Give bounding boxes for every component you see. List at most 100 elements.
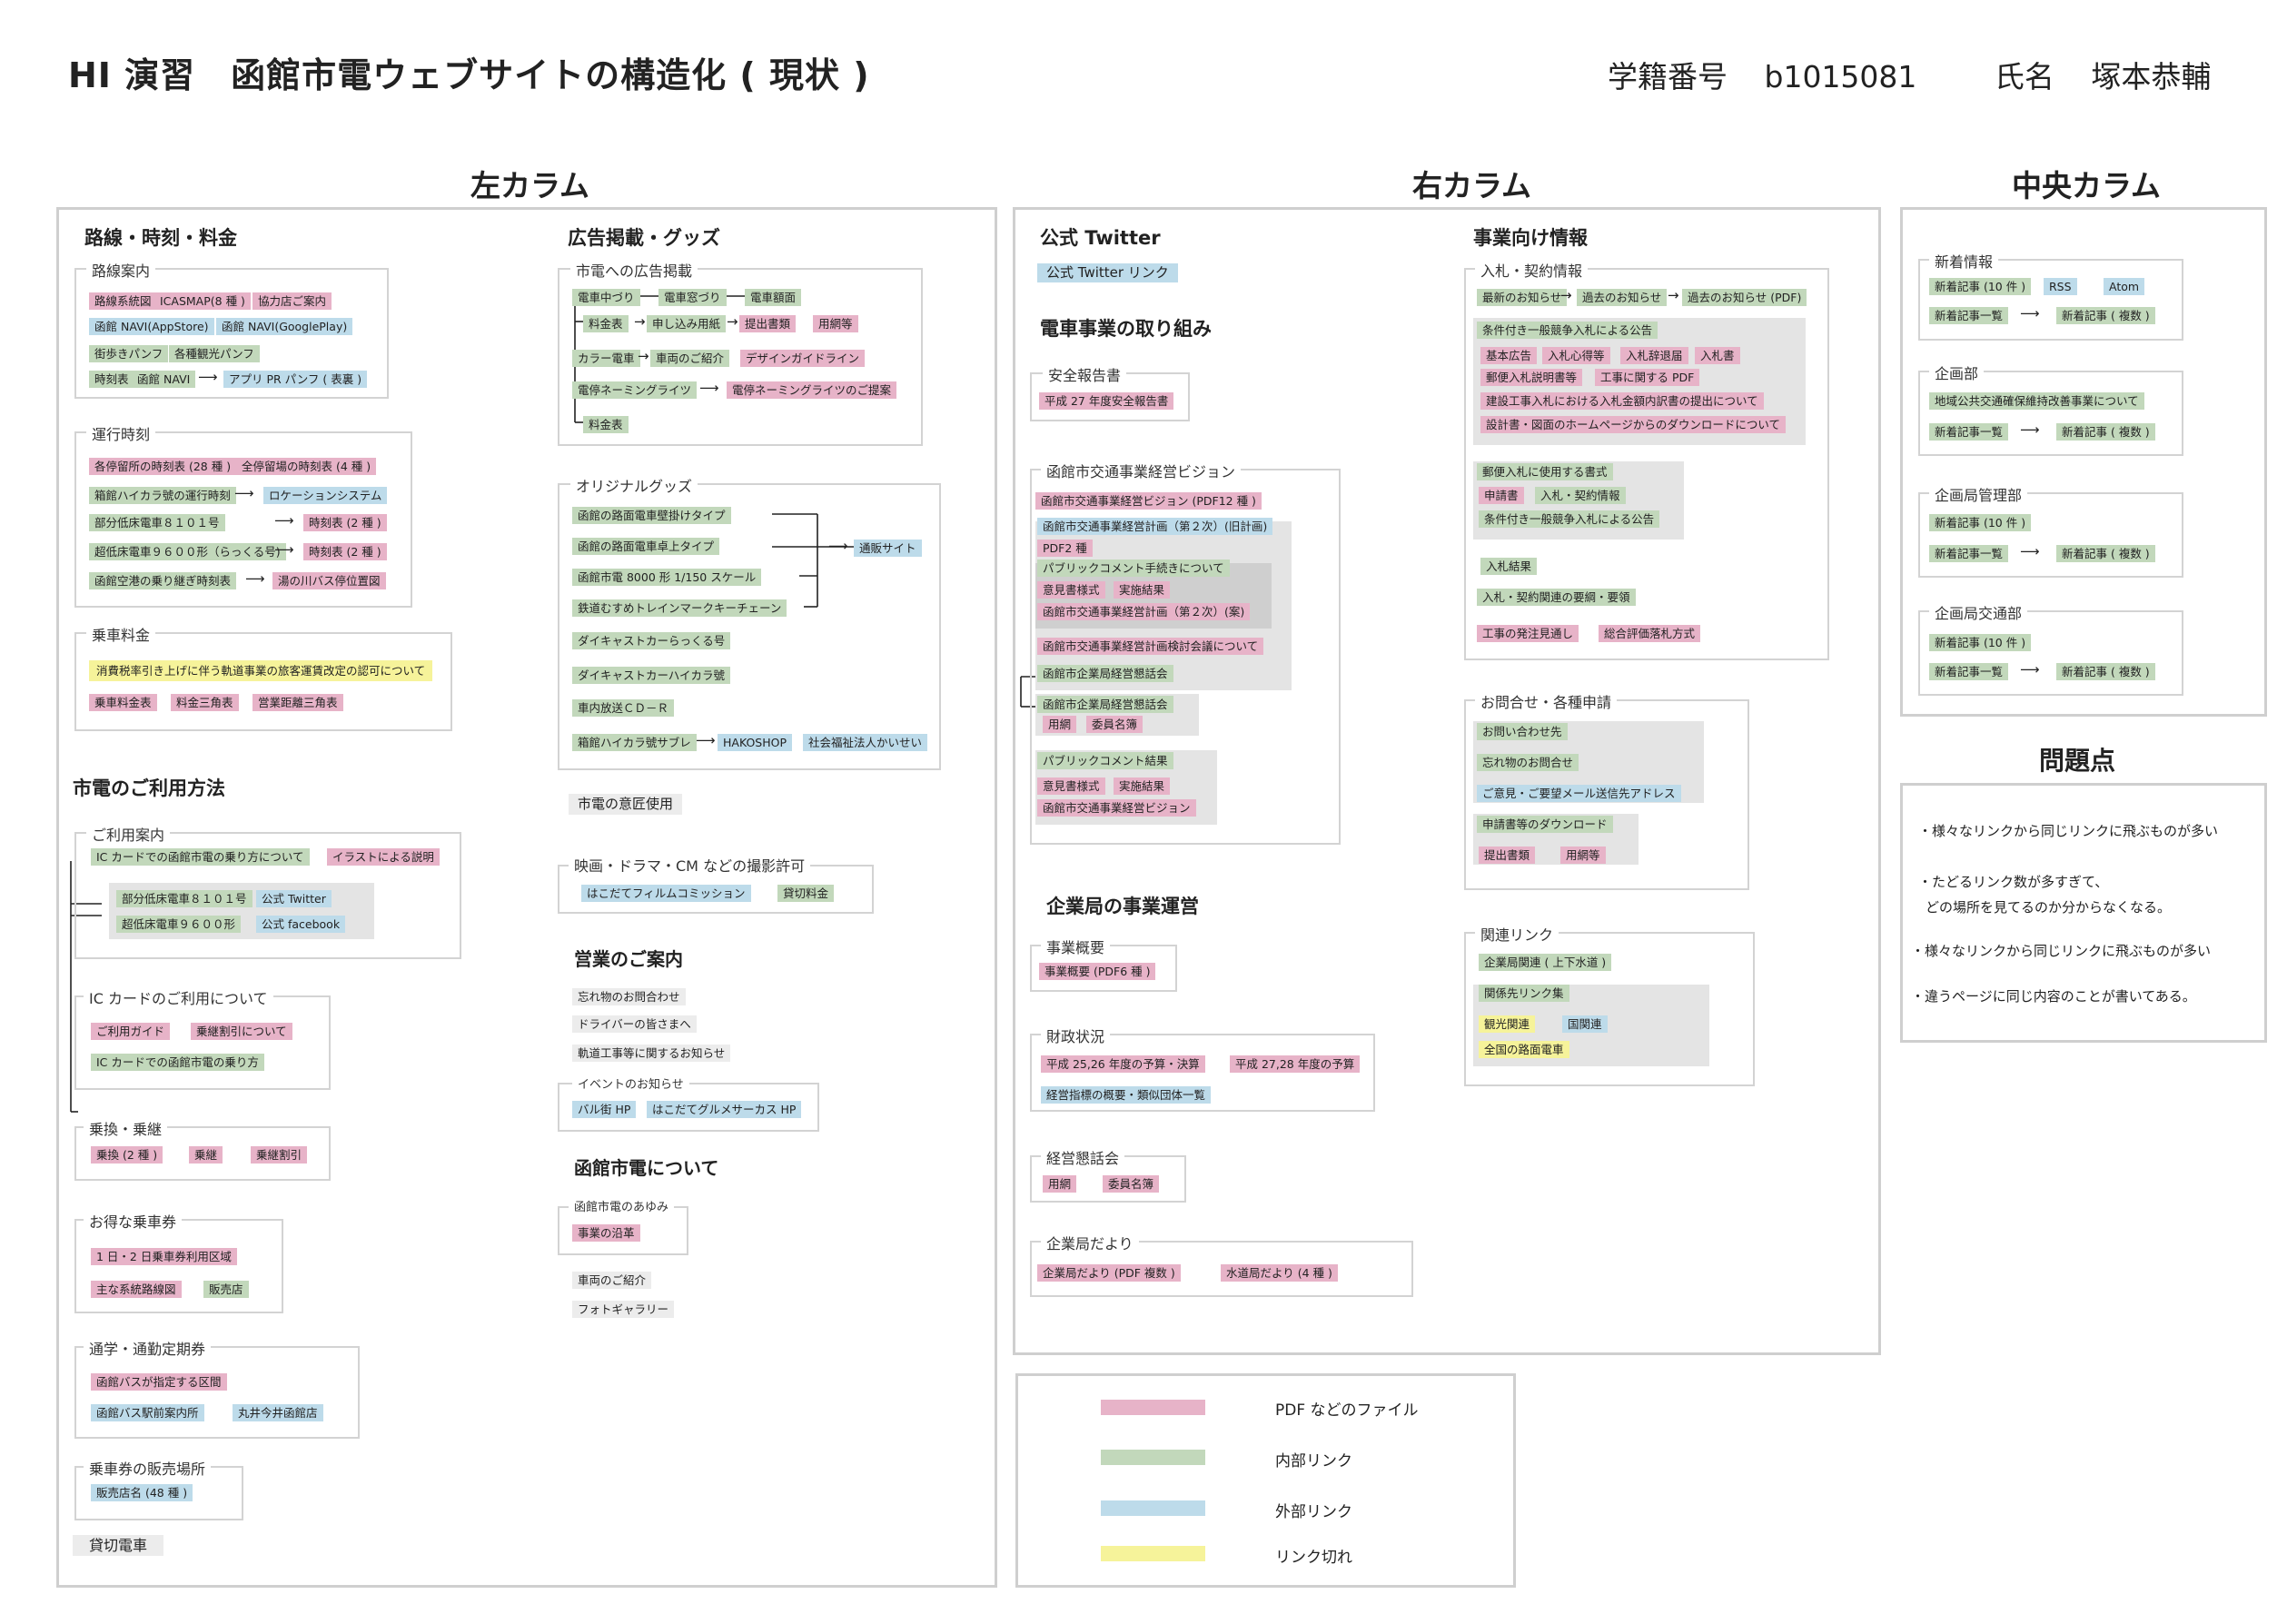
- vision-pdf-link[interactable]: 函館市交通事業経営ビジョン (PDF12 種 ): [1035, 492, 1262, 510]
- location-system-link[interactable]: ロケーションシステム: [263, 487, 388, 504]
- ic-card-ride-link[interactable]: IC カードでの函館市電の乗り方: [91, 1054, 264, 1071]
- track-work-link[interactable]: 軌道工事等に関するお知らせ: [572, 1045, 731, 1062]
- icasmap-link[interactable]: ICASMAP(8 種 ): [154, 292, 251, 310]
- feedback-email-link[interactable]: ご意見・ご要望メール送信先アドレス: [1477, 785, 1681, 802]
- transport-news-multiple-link[interactable]: 新着記事 ( 複数 ): [2056, 663, 2155, 680]
- broadcast-cd-link[interactable]: 車内放送ＣＤ－Ｒ: [572, 699, 675, 717]
- frame-ad-link[interactable]: 電車額面: [745, 289, 802, 306]
- bid-form-link[interactable]: 入札書: [1695, 347, 1740, 364]
- tram-9600-info-link[interactable]: 超低床電車９６００形: [116, 916, 242, 933]
- scale-model-link[interactable]: 函館市電 8000 形 1/150 スケール: [572, 569, 762, 586]
- construction-pdf-link[interactable]: 工事に関する PDF: [1595, 369, 1700, 386]
- design-download-link[interactable]: 設計書・図面のホームページからのダウンロードについて: [1480, 416, 1787, 433]
- result-link-2[interactable]: 実施結果: [1114, 777, 1171, 795]
- overview-pdf-link[interactable]: 事業概要 (PDF6 種 ): [1039, 963, 1156, 980]
- ad-fee-table-link[interactable]: 料金表: [583, 416, 629, 433]
- basic-ad-link[interactable]: 基本広告: [1480, 347, 1538, 364]
- app-pr-pamphlet-link[interactable]: アプリ PR パンフ ( 表裏 ): [223, 371, 368, 388]
- council-guidelines-link[interactable]: 用網: [1043, 1175, 1077, 1193]
- council-link[interactable]: 函館市企業局経営懇話会: [1037, 665, 1173, 682]
- rss-link[interactable]: RSS: [2044, 278, 2077, 295]
- diecast-haikara-link[interactable]: ダイキャストカーハイカラ號: [572, 667, 731, 684]
- council-members-link[interactable]: 委員名簿: [1103, 1175, 1160, 1193]
- news-list-link[interactable]: 新着記事一覧: [1929, 307, 2009, 324]
- tram-8101-info-link[interactable]: 部分低床電車８１０１号: [116, 890, 252, 907]
- result-link[interactable]: 実施結果: [1114, 581, 1171, 599]
- official-facebook-link[interactable]: 公式 facebook: [256, 916, 346, 933]
- council-detail-link[interactable]: 函館市企業局経営懇話会: [1037, 696, 1173, 713]
- old-plan-link[interactable]: 函館市交通事業経営計画（第２次）(旧計画): [1037, 518, 1273, 535]
- usage-guide-link[interactable]: ご利用ガイド: [91, 1023, 171, 1040]
- transport-news-list-link[interactable]: 新着記事一覧: [1929, 663, 2009, 680]
- sales-stores-link[interactable]: 販売店名 (48 種 ): [91, 1484, 193, 1501]
- waterworks-link[interactable]: 企業局関連 ( 上下水道 ): [1479, 954, 1612, 971]
- fare-table-link[interactable]: 乗車料金表: [89, 694, 157, 711]
- comprehensive-eval-link[interactable]: 総合評価落札方式: [1599, 625, 1701, 642]
- public-comment-procedure-link[interactable]: パブリックコメント手続きについて: [1037, 559, 1230, 577]
- news-multiple-link[interactable]: 新着記事 ( 複数 ): [2056, 307, 2155, 324]
- bid-results-link[interactable]: 入札結果: [1480, 558, 1538, 575]
- day-pass-area-link[interactable]: 1 日・2 日乗車券利用区域: [91, 1248, 237, 1265]
- newsletter-pdf-link[interactable]: 企業局だより (PDF 複数 ): [1037, 1264, 1181, 1282]
- guidelines-link[interactable]: 用網等: [813, 315, 858, 332]
- naming-rights-link[interactable]: 電停ネーミングライツ: [572, 381, 698, 399]
- business-history-link[interactable]: 事業の沿革: [572, 1224, 640, 1242]
- charter-tram-link[interactable]: 貸切電車: [73, 1535, 164, 1556]
- film-commission-link[interactable]: はこだてフィルムコミッション: [581, 885, 751, 902]
- fare-triangle-link[interactable]: 料金三角表: [171, 694, 239, 711]
- lost-items-link[interactable]: 忘れ物のお問合わせ: [572, 988, 686, 1005]
- route-map-link-2[interactable]: 主な系統路線図: [91, 1281, 182, 1298]
- navi-appstore-link[interactable]: 函館 NAVI(AppStore): [89, 318, 214, 335]
- vision-link[interactable]: 函館市交通事業経営ビジョン: [1037, 799, 1196, 817]
- hanging-ad-link[interactable]: 電車中づり: [572, 289, 640, 306]
- connection-discount-link[interactable]: 乗継割引: [251, 1146, 308, 1164]
- opinion-form-link[interactable]: 意見書様式: [1037, 581, 1105, 599]
- vehicle-intro-link[interactable]: 車両のご紹介: [650, 350, 730, 367]
- all-stop-timetables-link[interactable]: 全停留場の時刻表 (4 種 ): [236, 458, 377, 475]
- public-comment-result-link[interactable]: パブリックコメント結果: [1037, 752, 1173, 769]
- national-tram-link[interactable]: 全国の路面電車: [1479, 1041, 1569, 1058]
- design-guideline-link[interactable]: デザインガイドライン: [740, 350, 866, 367]
- bus-station-info-link[interactable]: 函館バス駅前案内所: [91, 1404, 204, 1421]
- bar-street-link[interactable]: バル街 HP: [572, 1101, 637, 1118]
- transfer-link[interactable]: 乗換 (2 種 ): [91, 1146, 163, 1164]
- photo-gallery-link[interactable]: フォトギャラリー: [572, 1301, 675, 1318]
- tram-8101-link[interactable]: 部分低床電車８１０１号: [89, 514, 225, 531]
- budget-2526-link[interactable]: 平成 25,26 年度の予算・決算: [1041, 1055, 1205, 1073]
- application-link[interactable]: 申請書: [1479, 487, 1524, 504]
- twitter-link[interactable]: 公式 Twitter リンク: [1037, 263, 1178, 282]
- stop-timetables-link[interactable]: 各停留所の時刻表 (28 種 ): [89, 458, 237, 475]
- desk-type-goods-link[interactable]: 函館の路面電車卓上タイプ: [572, 538, 720, 555]
- keychain-link[interactable]: 鉄道むすめトレインマークキーチェーン: [572, 599, 787, 617]
- tram-9600-link[interactable]: 超低床電車９６００形（らっくる号): [89, 543, 286, 560]
- order-outlook-link[interactable]: 工事の発注見通し: [1477, 625, 1579, 642]
- planning-news-multiple-link[interactable]: 新着記事 ( 複数 ): [2056, 423, 2155, 441]
- atom-link[interactable]: Atom: [2104, 278, 2145, 295]
- bid-decline-link[interactable]: 入札辞退届: [1620, 347, 1688, 364]
- sales-store-link[interactable]: 販売店: [203, 1281, 249, 1298]
- charter-fee-link[interactable]: 貸切料金: [777, 885, 835, 902]
- conditional-bid-link[interactable]: 条件付き一般競争入札による公告: [1477, 322, 1658, 339]
- airport-connection-link[interactable]: 函館空港の乗り継ぎ時刻表: [89, 572, 237, 589]
- navi-googleplay-link[interactable]: 函館 NAVI(GooglePlay): [216, 318, 353, 335]
- bus-section-link[interactable]: 函館バスが指定する区間: [91, 1373, 227, 1391]
- tourism-link[interactable]: 観光関連: [1479, 1015, 1536, 1033]
- transfer-discount-link[interactable]: 乗継割引について: [191, 1023, 292, 1040]
- navi-link[interactable]: 函館 NAVI: [132, 371, 196, 388]
- route-map-link[interactable]: 路線系統図: [89, 292, 157, 310]
- past-news-link[interactable]: 過去のお知らせ: [1577, 289, 1668, 306]
- guidelines-link-2[interactable]: 用網: [1043, 716, 1077, 733]
- illustration-link[interactable]: イラストによる説明: [327, 848, 440, 866]
- sable-link[interactable]: 箱館ハイカラ號サブレ: [572, 734, 697, 751]
- drivers-link[interactable]: ドライバーの皆さまへ: [572, 1015, 697, 1033]
- safety-report-link[interactable]: 平成 27 年度安全報告書: [1039, 392, 1174, 410]
- contact-link[interactable]: お問い合わせ先: [1477, 723, 1568, 740]
- online-shop-link[interactable]: 通販サイト: [854, 540, 922, 557]
- tourism-pamphlet-link[interactable]: 各種観光パンフ: [169, 345, 260, 362]
- color-tram-link[interactable]: カラー電車: [572, 350, 640, 367]
- opinion-form-link-2[interactable]: 意見書様式: [1037, 777, 1105, 795]
- bid-rules-summary-link[interactable]: 入札・契約関連の要綱・要領: [1477, 589, 1636, 606]
- public-transport-link[interactable]: 地域公共交通確保維持改善事業について: [1929, 392, 2144, 410]
- marui-imai-link[interactable]: 丸井今井函館店: [233, 1404, 323, 1421]
- partner-stores-link[interactable]: 協力店ご案内: [252, 292, 332, 310]
